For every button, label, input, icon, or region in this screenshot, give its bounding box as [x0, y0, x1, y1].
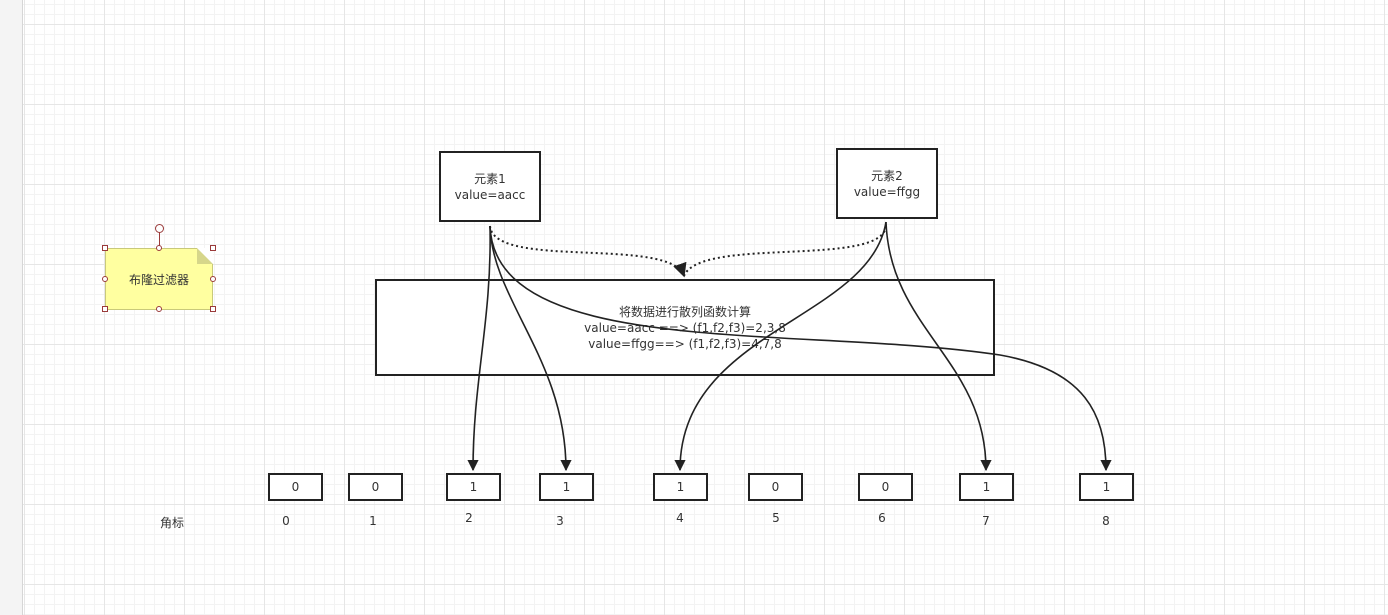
edge-element-1-to-bit-2[interactable] — [467, 225, 491, 472]
bit-cell-2[interactable]: 1 — [446, 473, 501, 501]
resize-handle-bottom-right[interactable] — [210, 306, 216, 312]
resize-handle-left[interactable] — [102, 276, 108, 282]
edge-element-1-to-bit-3[interactable] — [489, 225, 572, 472]
bit-value: 1 — [562, 480, 571, 494]
edge-element-2-to-bit-4[interactable] — [674, 221, 887, 472]
left-panel-rail — [0, 0, 23, 615]
element-1-title: 元素1 — [474, 171, 506, 186]
element-1-box[interactable]: 元素1 value=aacc — [439, 151, 541, 222]
bit-value: 0 — [771, 480, 780, 494]
bit-cell-0[interactable]: 0 — [268, 473, 323, 501]
resize-handle-top-right[interactable] — [210, 245, 216, 251]
dotted-edge-element-1-to-hash[interactable] — [489, 225, 687, 278]
index-label-7: 7 — [982, 514, 990, 528]
index-label-5: 5 — [772, 511, 780, 525]
index-label-4: 4 — [676, 511, 684, 525]
hash-box-title: 将数据进行散列函数计算 — [618, 304, 751, 319]
resize-handle-top-left[interactable] — [102, 245, 108, 251]
edge-element-1-to-bit-8[interactable] — [489, 225, 1112, 472]
element-2-box[interactable]: 元素2 value=ffgg — [836, 148, 938, 219]
index-label-3: 3 — [556, 514, 564, 528]
element-2-title: 元素2 — [871, 168, 903, 183]
resize-handle-top[interactable] — [156, 245, 162, 251]
resize-handle-right[interactable] — [210, 276, 216, 282]
bit-cell-5[interactable]: 0 — [748, 473, 803, 501]
bit-cell-3[interactable]: 1 — [539, 473, 594, 501]
dotted-edge-element-2-to-hash[interactable] — [683, 225, 887, 277]
rotation-handle[interactable] — [155, 224, 164, 233]
bit-value: 0 — [371, 480, 380, 494]
hash-box-element-2-result: value=ffgg==> (f1,f2,f3)=4,7,8 — [588, 336, 782, 351]
element-1-value: value=aacc — [454, 187, 526, 202]
bit-value: 1 — [676, 480, 685, 494]
bloom-filter-note[interactable]: 布隆过滤器 — [105, 248, 213, 310]
hash-function-box[interactable]: 将数据进行散列函数计算 value=aacc ==> (f1,f2,f3)=2,… — [375, 279, 995, 376]
bit-cell-1[interactable]: 0 — [348, 473, 403, 501]
resize-handle-bottom[interactable] — [156, 306, 162, 312]
rotation-handle-stem — [159, 232, 160, 247]
index-label-1: 1 — [369, 514, 377, 528]
bit-value: 1 — [982, 480, 991, 494]
bit-value: 1 — [469, 480, 478, 494]
bit-cell-8[interactable]: 1 — [1079, 473, 1134, 501]
bloom-filter-note-label: 布隆过滤器 — [128, 272, 189, 287]
index-label-2: 2 — [465, 511, 473, 525]
index-label-6: 6 — [878, 511, 886, 525]
bit-cell-7[interactable]: 1 — [959, 473, 1014, 501]
bit-value: 0 — [881, 480, 890, 494]
resize-handle-bottom-left[interactable] — [102, 306, 108, 312]
element-2-value: value=ffgg — [853, 184, 921, 199]
bit-value: 0 — [291, 480, 300, 494]
note-fold-corner — [197, 248, 213, 264]
index-caption: 角标 — [160, 516, 185, 530]
bit-value: 1 — [1102, 480, 1111, 494]
index-label-8: 8 — [1102, 514, 1110, 528]
bit-cell-6[interactable]: 0 — [858, 473, 913, 501]
edge-element-2-to-bit-7[interactable] — [885, 221, 992, 472]
bit-cell-4[interactable]: 1 — [653, 473, 708, 501]
index-label-0: 0 — [282, 514, 290, 528]
